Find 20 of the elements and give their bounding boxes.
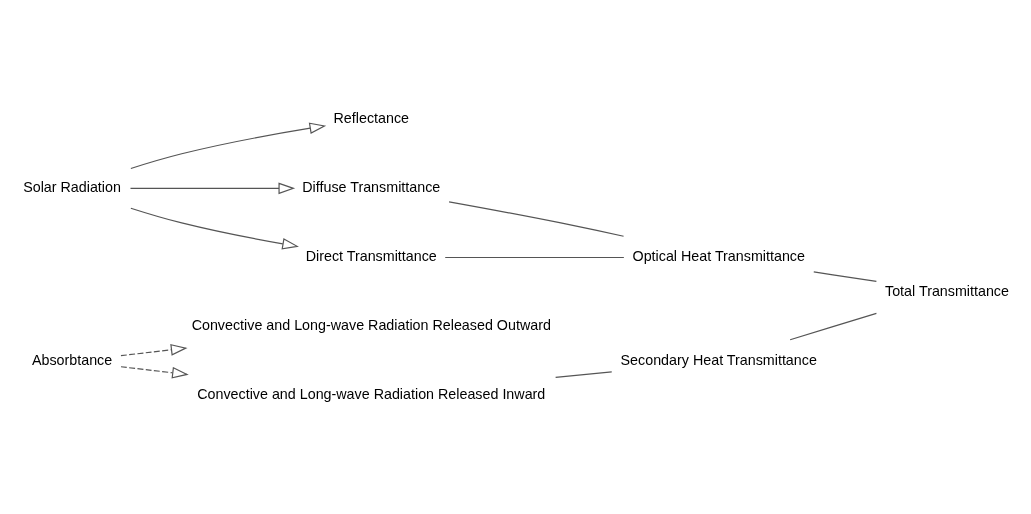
connector [444, 256, 625, 258]
connector [813, 270, 877, 282]
arrow [129, 182, 296, 194]
arrow [120, 365, 189, 379]
node-text: Secondary Heat Transmittance [620, 351, 817, 368]
connector [555, 370, 613, 378]
node-text: Diffuse Transmittance [302, 178, 441, 195]
arrow [120, 343, 188, 356]
arrow [130, 122, 327, 169]
node-text: Optical Heat Transmittance [632, 247, 805, 264]
node-text: Absorbtance [31, 351, 113, 368]
connector [789, 312, 877, 340]
node-text: Solar Radiation [23, 178, 121, 195]
node-text: Direct Transmittance [305, 247, 437, 264]
node-text: Total Transmittance [885, 282, 1009, 299]
node-text: Convective and Long-wave Radiation Released Inward [197, 385, 546, 402]
node-text: Convective and Long-wave Radiation Released Outward [191, 316, 551, 333]
arrow [130, 207, 299, 250]
connector [448, 200, 625, 237]
node-text: Reflectance [333, 109, 410, 126]
